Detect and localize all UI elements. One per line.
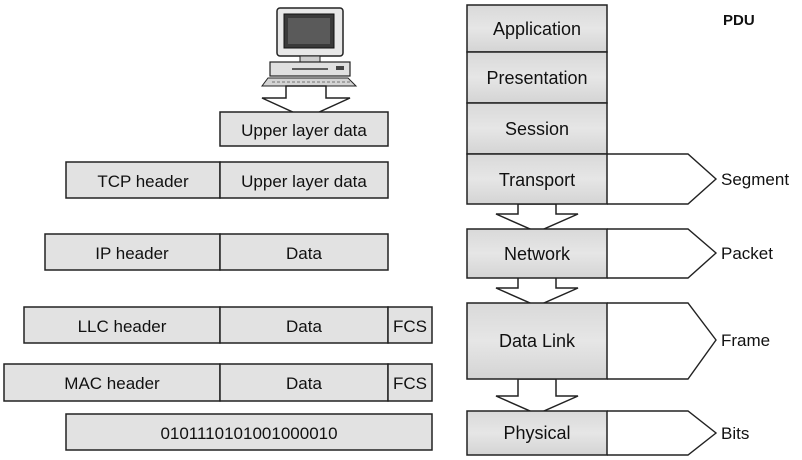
pdu-bits-label: Bits — [721, 424, 749, 443]
tcp-header-label: TCP header — [97, 172, 189, 191]
pdu-frame-label: Frame — [721, 331, 770, 350]
llc-data-label: Data — [286, 317, 322, 336]
mac-header-cell — [3, 363, 221, 402]
mac-data-label: Data — [286, 374, 322, 393]
layer-transport-label: Transport — [499, 170, 575, 190]
datalink-to-physical-arrow — [495, 378, 579, 415]
layer-physical — [466, 410, 608, 456]
llc-fcs-cell — [387, 306, 433, 344]
upper-layer-data-label: Upper layer data — [241, 121, 367, 140]
llc-header-label: LLC header — [78, 317, 167, 336]
encapsulation-down-arrow — [261, 85, 351, 119]
network-to-datalink-arrow — [495, 275, 579, 307]
llc-data-cell — [219, 306, 389, 344]
segment-bracket — [607, 153, 718, 205]
layer-data-link — [466, 302, 608, 380]
layer-data-link-label: Data Link — [499, 331, 576, 351]
layer-physical-label: Physical — [503, 423, 570, 443]
packet-bracket — [607, 228, 718, 279]
mac-header-label: MAC header — [64, 374, 160, 393]
row-mac: MAC header Data FCS — [3, 363, 433, 402]
layer-transport — [466, 153, 608, 205]
pdu-segment-label: Segment — [721, 170, 789, 189]
osi-stack: Application Presentation Session Transpo… — [466, 4, 608, 456]
transport-to-network-arrow — [495, 203, 579, 233]
tcp-data-label: Upper layer data — [241, 172, 367, 191]
computer-icon — [261, 7, 358, 87]
ip-data-label: Data — [286, 244, 322, 263]
llc-header-cell — [23, 306, 221, 344]
mac-fcs-label: FCS — [393, 374, 427, 393]
row-transport: TCP header Upper layer data — [65, 161, 389, 199]
layer-presentation — [466, 51, 608, 104]
row-bits: 0101110101001000010 — [65, 413, 433, 451]
bits-bracket — [607, 410, 718, 456]
layer-network-label: Network — [504, 244, 571, 264]
layer-session-label: Session — [505, 119, 569, 139]
layer-presentation-label: Presentation — [486, 68, 587, 88]
upper-layer-data-cell — [219, 111, 389, 147]
ip-data-cell — [219, 233, 389, 271]
bits-cell — [65, 413, 433, 451]
row-upper-layer: Upper layer data — [219, 111, 389, 147]
llc-fcs-label: FCS — [393, 317, 427, 336]
frame-bracket — [607, 302, 717, 380]
layer-network — [466, 228, 608, 279]
bits-label: 0101110101001000010 — [160, 424, 337, 443]
tcp-data-cell — [219, 161, 389, 199]
pdu-title: PDU — [723, 12, 755, 29]
mac-data-cell — [219, 363, 389, 402]
row-llc: LLC header Data FCS — [23, 306, 433, 344]
mac-fcs-cell — [387, 363, 433, 402]
pdu-packet-label: Packet — [721, 244, 773, 263]
layer-application-label: Application — [493, 19, 581, 39]
ip-header-label: IP header — [95, 244, 169, 263]
layer-application — [466, 4, 608, 53]
tcp-header-cell — [65, 161, 221, 199]
row-network: IP header Data — [44, 233, 389, 271]
